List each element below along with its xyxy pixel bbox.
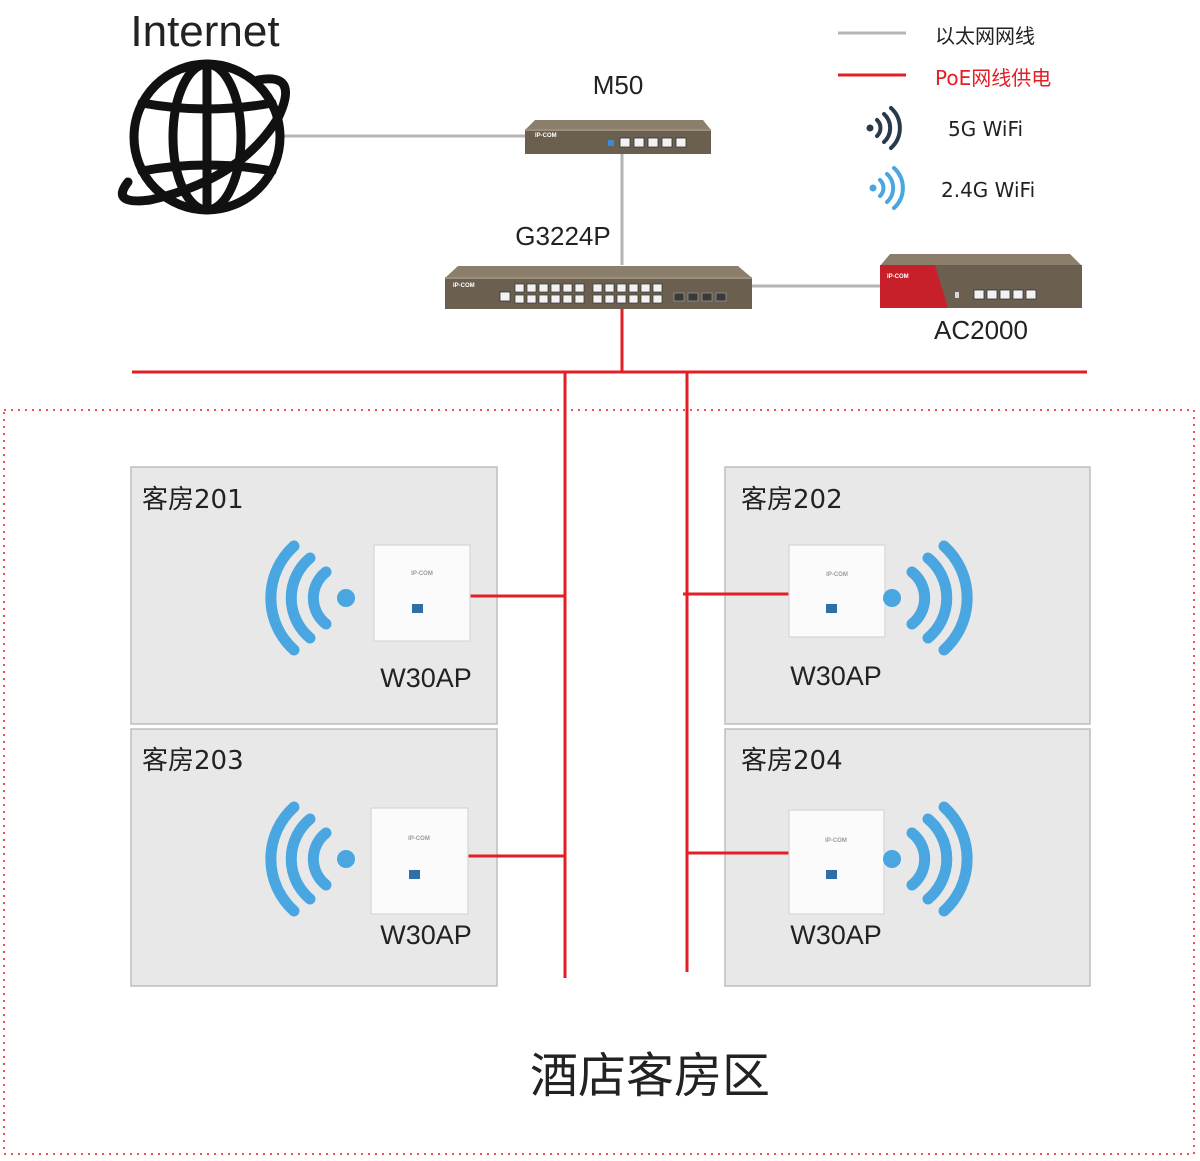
- switch-port: [640, 294, 651, 304]
- switch-port: [574, 283, 585, 293]
- legend-poe-label: PoE网线供电: [935, 66, 1051, 90]
- switch-port: [592, 283, 603, 293]
- poe-links: [132, 308, 1087, 978]
- ap-label-204: W30AP: [790, 920, 882, 950]
- switch-port: [550, 294, 561, 304]
- switch-brand: IP-COM: [453, 283, 475, 289]
- zone-label: 酒店客房区: [530, 1048, 770, 1104]
- ap-brand-203: IP-COM: [408, 836, 430, 842]
- room-box-204: [724, 728, 1091, 987]
- room-label-201: 客房201: [142, 485, 244, 515]
- legend-5g-label: 5G WiFi: [948, 117, 1023, 141]
- controller-label: AC2000: [934, 315, 1028, 345]
- switch-port: [562, 294, 573, 304]
- ap-device-203: IP-COM: [370, 807, 469, 915]
- internet-label: Internet: [130, 7, 279, 56]
- switch-label: G3224P: [515, 221, 610, 251]
- hotel-zone-border: [3, 409, 1195, 1155]
- legend-24g-label: 2.4G WiFi: [941, 178, 1035, 202]
- wifi-5g-icon: [866, 106, 902, 150]
- switch-device: IP-COM: [445, 266, 752, 309]
- wifi-signal-icon-202: [883, 540, 973, 656]
- room-label-202: 客房202: [741, 485, 843, 515]
- switch-port: [640, 283, 651, 293]
- ap-label-202: W30AP: [790, 661, 882, 691]
- router-device: IP-COM: [525, 120, 711, 154]
- switch-port: [526, 283, 537, 293]
- room-label-203: 客房203: [142, 746, 244, 776]
- room-label-204: 客房204: [741, 746, 843, 776]
- switch-port: [616, 294, 627, 304]
- ap-device-202: IP-COM: [788, 544, 886, 638]
- ap-brand-201: IP-COM: [411, 571, 433, 577]
- switch-port: [604, 294, 615, 304]
- router-label: M50: [593, 70, 644, 100]
- switch-port: [592, 294, 603, 304]
- ap-device-201: IP-COM: [373, 544, 471, 642]
- switch-port: [616, 283, 627, 293]
- switch-port: [574, 294, 585, 304]
- switch-port: [538, 294, 549, 304]
- switch-port: [628, 283, 639, 293]
- wifi-24g-icon: [869, 166, 905, 210]
- switch-port: [514, 283, 525, 293]
- ap-label-201: W30AP: [380, 663, 472, 693]
- wifi-signal-icon-203: [265, 801, 355, 917]
- legend-ethernet-label: 以太网网线: [935, 24, 1035, 48]
- switch-port: [562, 283, 573, 293]
- ap-device-204: IP-COM: [788, 809, 885, 915]
- router-brand: IP-COM: [535, 133, 557, 139]
- switch-port: [628, 294, 639, 304]
- switch-port: [538, 283, 549, 293]
- wifi-signal-icon-201: [265, 540, 355, 656]
- switch-port: [526, 294, 537, 304]
- controller-device: IP-COM: [880, 254, 1082, 308]
- legend: 以太网网线 PoE网线供电 5G WiFi 2.4G WiFi: [838, 24, 1051, 210]
- ap-brand-204: IP-COM: [825, 838, 847, 844]
- switch-port: [550, 283, 561, 293]
- ap-label-203: W30AP: [380, 920, 472, 950]
- controller-brand: IP-COM: [887, 274, 909, 280]
- switch-port: [514, 294, 525, 304]
- ethernet-links: [282, 134, 880, 288]
- ap-brand-202: IP-COM: [826, 572, 848, 578]
- switch-port: [652, 294, 663, 304]
- switch-port: [604, 283, 615, 293]
- internet-globe-icon: [118, 59, 291, 215]
- wifi-signal-icon-204: [883, 801, 973, 917]
- switch-port: [652, 283, 663, 293]
